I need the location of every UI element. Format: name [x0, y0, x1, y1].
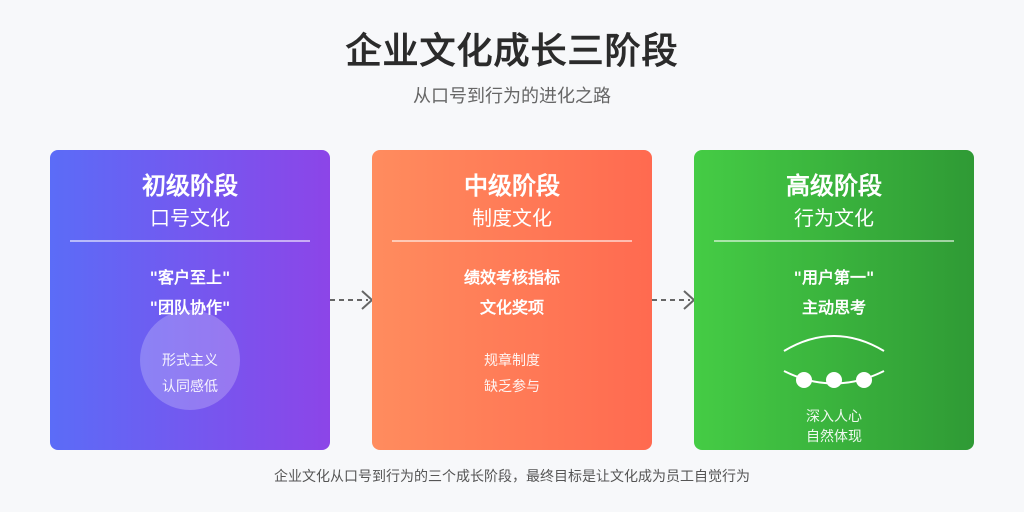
page-subtitle: 从口号到行为的进化之路: [413, 86, 611, 107]
card-divider: [714, 240, 954, 242]
arrow-right-icon: [652, 290, 696, 310]
stage-note: 规章制度: [484, 353, 540, 369]
card-divider: [392, 240, 632, 242]
people-connection-icon: [783, 335, 885, 388]
stage-title: 中级阶段: [464, 172, 560, 200]
stage-point: "客户至上": [149, 268, 231, 287]
stage-title: 初级阶段: [142, 172, 238, 200]
stage-point: 文化奖项: [479, 298, 544, 317]
stage-point: 主动思考: [801, 298, 866, 317]
stage-note: 形式主义: [162, 353, 218, 369]
stage-note: 认同感低: [162, 379, 218, 395]
stage-culture: 行为文化: [794, 206, 874, 230]
stage-note: 深入人心: [806, 409, 862, 425]
stage-card-intermediate: 中级阶段 制度文化 绩效考核指标 文化奖项 规章制度 缺乏参与: [372, 150, 652, 450]
stage-note: 缺乏参与: [484, 379, 540, 395]
stage-culture: 制度文化: [472, 206, 552, 230]
footer-caption: 企业文化从口号到行为的三个成长阶段，最终目标是让文化成为员工自觉行为: [274, 469, 750, 485]
stage-culture: 口号文化: [150, 206, 230, 230]
page-title: 企业文化成长三阶段: [345, 31, 679, 72]
card-divider: [70, 240, 310, 242]
stage-point: "用户第一": [793, 268, 875, 287]
stage-card-beginner: 初级阶段 口号文化 "客户至上" "团队协作" 形式主义 认同感低: [50, 150, 330, 450]
stage-card-advanced: 高级阶段 行为文化 "用户第一" 主动思考 深入人心 自然体现: [694, 150, 974, 450]
stage-point: "团队协作": [149, 298, 231, 317]
stage-note: 自然体现: [806, 429, 862, 445]
stage-point: 绩效考核指标: [463, 268, 560, 287]
circle-shape: [140, 310, 240, 410]
stage-title: 高级阶段: [786, 172, 882, 200]
arrow-right-icon: [330, 290, 374, 310]
